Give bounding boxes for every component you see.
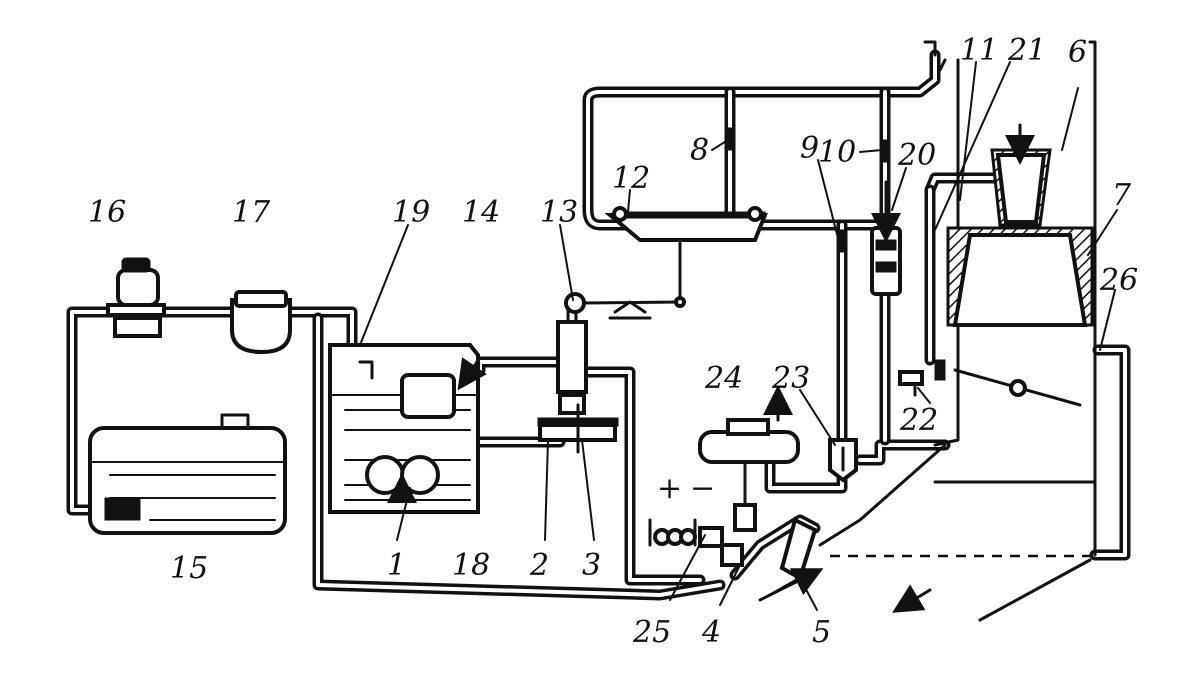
label-19: 19 <box>392 195 430 230</box>
solenoid-25 <box>648 518 744 567</box>
label-14: 14 <box>462 195 500 230</box>
label-6: 6 <box>1068 35 1087 70</box>
label-26: 26 <box>1099 263 1138 298</box>
valve-23 <box>828 438 858 483</box>
label-7: 7 <box>1112 178 1132 213</box>
label-13: 13 <box>540 195 578 230</box>
label-9: 9 <box>800 131 819 166</box>
label-2: 2 <box>529 548 549 583</box>
label-1: 1 <box>387 548 406 583</box>
label-4: 4 <box>701 615 721 650</box>
label-23: 23 <box>771 361 810 396</box>
valve-14 <box>556 298 588 415</box>
valve-24 <box>698 385 800 532</box>
label-18: 18 <box>452 548 490 583</box>
label-10: 10 <box>818 135 856 170</box>
flow-arrows <box>387 357 487 503</box>
label-24: 24 <box>704 361 743 396</box>
fuel-tank <box>88 413 287 535</box>
float-chamber-18 <box>328 343 480 514</box>
fuel-pipes <box>66 49 1131 601</box>
valve-22 <box>898 359 946 397</box>
label-15: 15 <box>170 551 208 586</box>
label-22: 22 <box>899 403 938 438</box>
label-16: 16 <box>88 195 126 230</box>
label-25: 25 <box>632 615 671 650</box>
air-intake <box>818 40 1097 622</box>
minus-sign: − <box>690 471 715 506</box>
label-11: 11 <box>960 33 998 68</box>
label-21: 21 <box>1007 33 1046 68</box>
valve-20 <box>870 180 902 296</box>
diaphragm-2-3 <box>537 403 619 454</box>
part-labels: 1 2 3 4 5 6 7 8 9 10 11 12 13 14 15 16 1… <box>88 33 1138 650</box>
label-17: 17 <box>232 195 271 230</box>
filter-17 <box>230 290 292 355</box>
diaphragm-12 <box>604 206 768 242</box>
label-20: 20 <box>897 138 936 173</box>
leader-lines <box>359 61 1118 611</box>
label-5: 5 <box>812 615 831 650</box>
fuel-pump-16 <box>106 257 166 338</box>
jets <box>724 127 891 253</box>
plus-sign: + <box>657 471 682 506</box>
label-8: 8 <box>690 133 709 168</box>
label-3: 3 <box>582 548 601 583</box>
label-12: 12 <box>612 161 650 196</box>
